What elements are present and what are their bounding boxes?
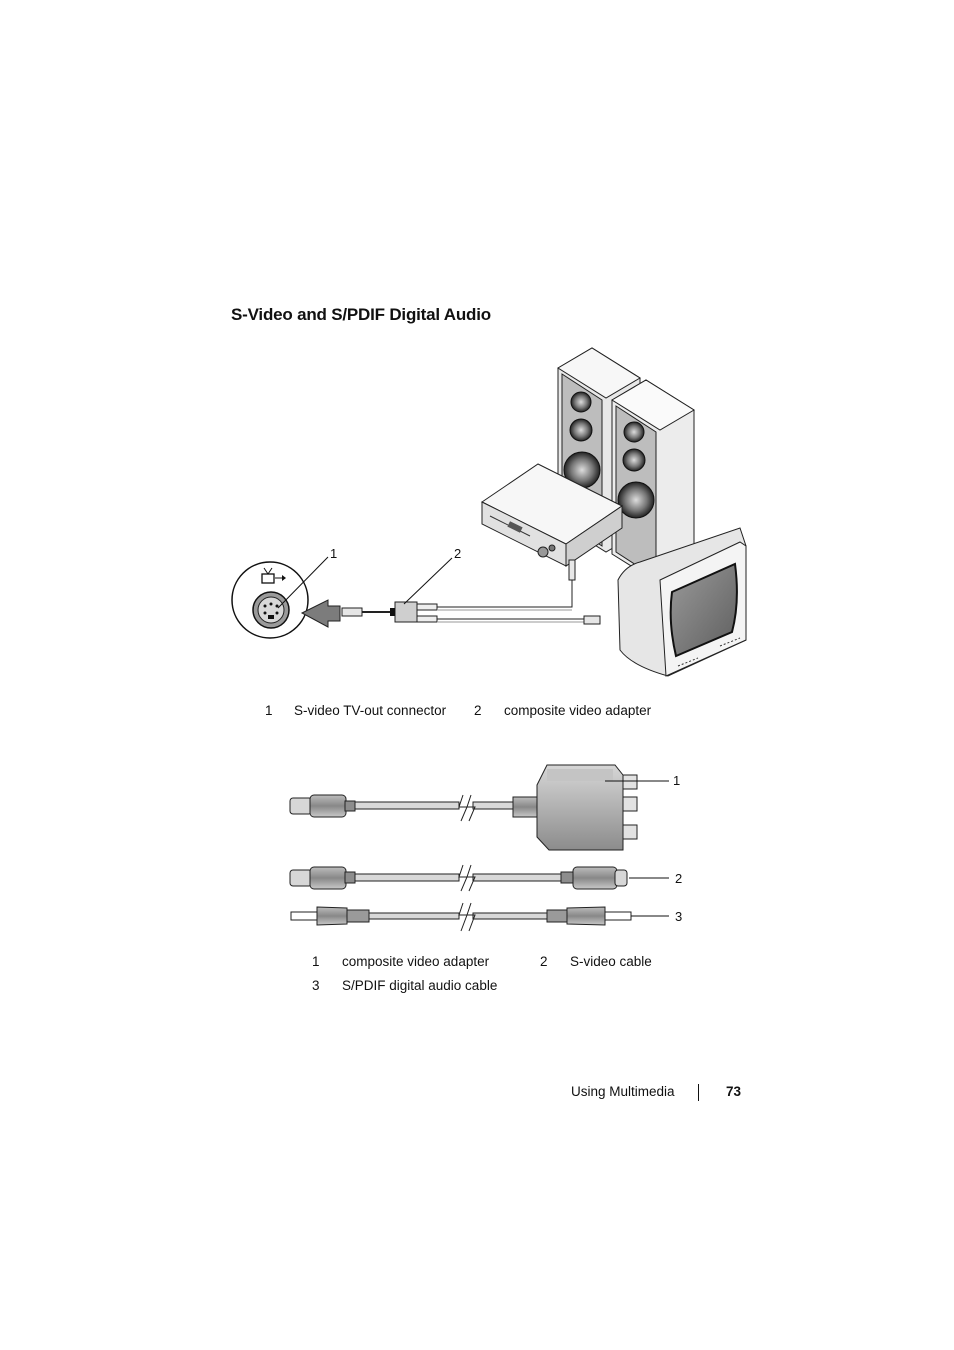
fig1-legend-label-1: S-video TV-out connector: [294, 703, 447, 718]
callout-2: 2: [675, 871, 682, 886]
callout-3: 3: [675, 909, 682, 924]
fig2-legend-label-3: S/PDIF digital audio cable: [342, 978, 498, 993]
fig2-legend-label-1: composite video adapter: [342, 954, 490, 969]
page-number: 73: [726, 1084, 742, 1099]
cables-diagram: 1 2 3: [289, 764, 682, 932]
footer-section-title: Using Multimedia: [571, 1084, 675, 1099]
footer-separator: [698, 1084, 699, 1101]
section-heading: S-Video and S/PDIF Digital Audio: [231, 305, 491, 324]
insert-arrow-icon: [300, 599, 341, 628]
tv-out-icon: [261, 567, 286, 584]
callout-1: 1: [673, 773, 680, 788]
audio-lead: [437, 580, 573, 608]
s-video-cable-row: [289, 864, 628, 892]
fig2-legend-num-1: 1: [312, 954, 320, 969]
connection-diagram: 1 2: [231, 347, 747, 677]
s-video-cable: [341, 607, 390, 617]
adapter-cable-row: [289, 764, 638, 851]
speaker-right: [611, 379, 695, 585]
fig1-legend-num-2: 2: [474, 703, 482, 718]
fig1-legend-num-1: 1: [265, 703, 273, 718]
callout-2: 2: [454, 546, 461, 561]
fig2-legend-num-3: 3: [312, 978, 320, 993]
spdif-cable-row: [290, 902, 632, 932]
callout-1: 1: [330, 546, 337, 561]
av-receiver: [481, 463, 623, 567]
fig1-legend-label-2: composite video adapter: [504, 703, 652, 718]
fig2-legend-num-2: 2: [540, 954, 548, 969]
s-video-tv-out-connector: [231, 561, 309, 639]
composite-video-adapter: [390, 601, 438, 623]
fig2-legend-label-2: S-video cable: [570, 954, 652, 969]
television: [617, 527, 747, 677]
